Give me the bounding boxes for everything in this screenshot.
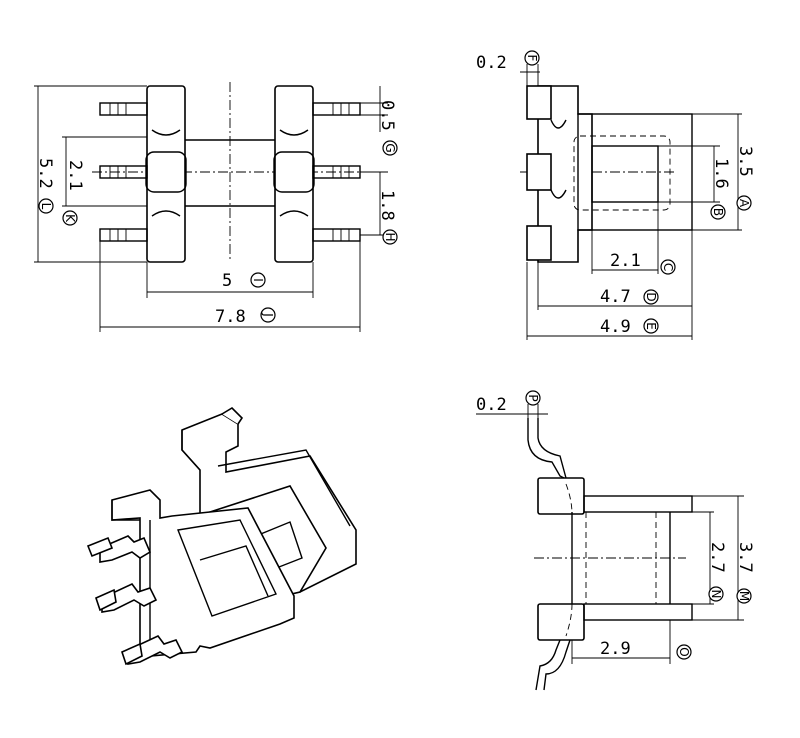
callout-m [736, 588, 752, 604]
callout-e [643, 318, 659, 334]
dim-a-value: 3.5 [735, 146, 755, 177]
dim-k-value: 2.1 [65, 160, 85, 191]
callout-b [710, 204, 726, 220]
dim-p-value: 0.2 [476, 395, 507, 415]
callout-k-letter: K [63, 214, 77, 223]
right-flange [274, 85, 314, 263]
callout-c [660, 259, 676, 275]
callout-p [525, 390, 541, 406]
callout-d-letter: D [644, 292, 658, 301]
dim-n-value: 2.7 [707, 542, 727, 573]
front-view: 0.2 P 3.7 M 2.7 N 2.9 O [476, 390, 755, 691]
dim-f-value: 0.2 [476, 53, 507, 73]
callout-j [260, 307, 276, 323]
dim-g-value: 0.5 [377, 100, 397, 131]
dim-i-value: 5 [222, 271, 232, 291]
dim-h-value: 1.8 [377, 190, 397, 221]
callout-o [676, 644, 692, 660]
dim-e-value: 4.9 [600, 317, 631, 337]
callout-m-letter: M [737, 591, 751, 601]
callout-p-letter: P [526, 394, 540, 401]
dim-o-value: 2.9 [600, 639, 631, 659]
callout-n-letter: N [709, 590, 723, 599]
callout-d [643, 289, 659, 305]
right-pins [312, 102, 361, 242]
callout-n [708, 586, 724, 602]
callout-a [736, 195, 752, 211]
callout-e-letter: E [644, 322, 658, 330]
callout-h [382, 229, 398, 245]
left-flange [146, 85, 186, 263]
callout-i [250, 272, 266, 288]
callout-h-letter: H [383, 232, 397, 241]
callout-i-letter: I [251, 278, 265, 282]
left-pins [99, 102, 148, 242]
callout-g [382, 140, 398, 156]
dim-d-value: 4.7 [600, 287, 631, 307]
dim-m-value: 3.7 [735, 542, 755, 573]
side-view: 0.2 F 3.5 A 1.6 B 2.1 C 4.7 D 4.9 E [476, 50, 755, 340]
callout-a-letter: A [737, 199, 751, 208]
side-core [577, 113, 693, 231]
dim-l-value: 5.2 [35, 158, 55, 189]
callout-l-letter: L [39, 203, 53, 210]
callout-f [524, 50, 540, 66]
callout-j-letter: J [261, 312, 275, 317]
callout-b-letter: B [711, 208, 725, 216]
isometric-view [86, 406, 357, 666]
callout-k [62, 210, 78, 226]
dim-c-value: 2.1 [610, 251, 641, 271]
callout-c-letter: C [661, 263, 675, 271]
dim-b-value: 1.6 [711, 158, 731, 189]
callout-f-letter: F [525, 55, 539, 62]
top-view: 0.5 G 2.1 K 5.2 L 1.8 H 5 I 7.8 J [34, 82, 398, 332]
callout-g-letter: G [383, 143, 397, 152]
callout-o-letter: O [677, 647, 691, 656]
callout-l [38, 198, 54, 214]
dim-j-value: 7.8 [215, 307, 246, 327]
